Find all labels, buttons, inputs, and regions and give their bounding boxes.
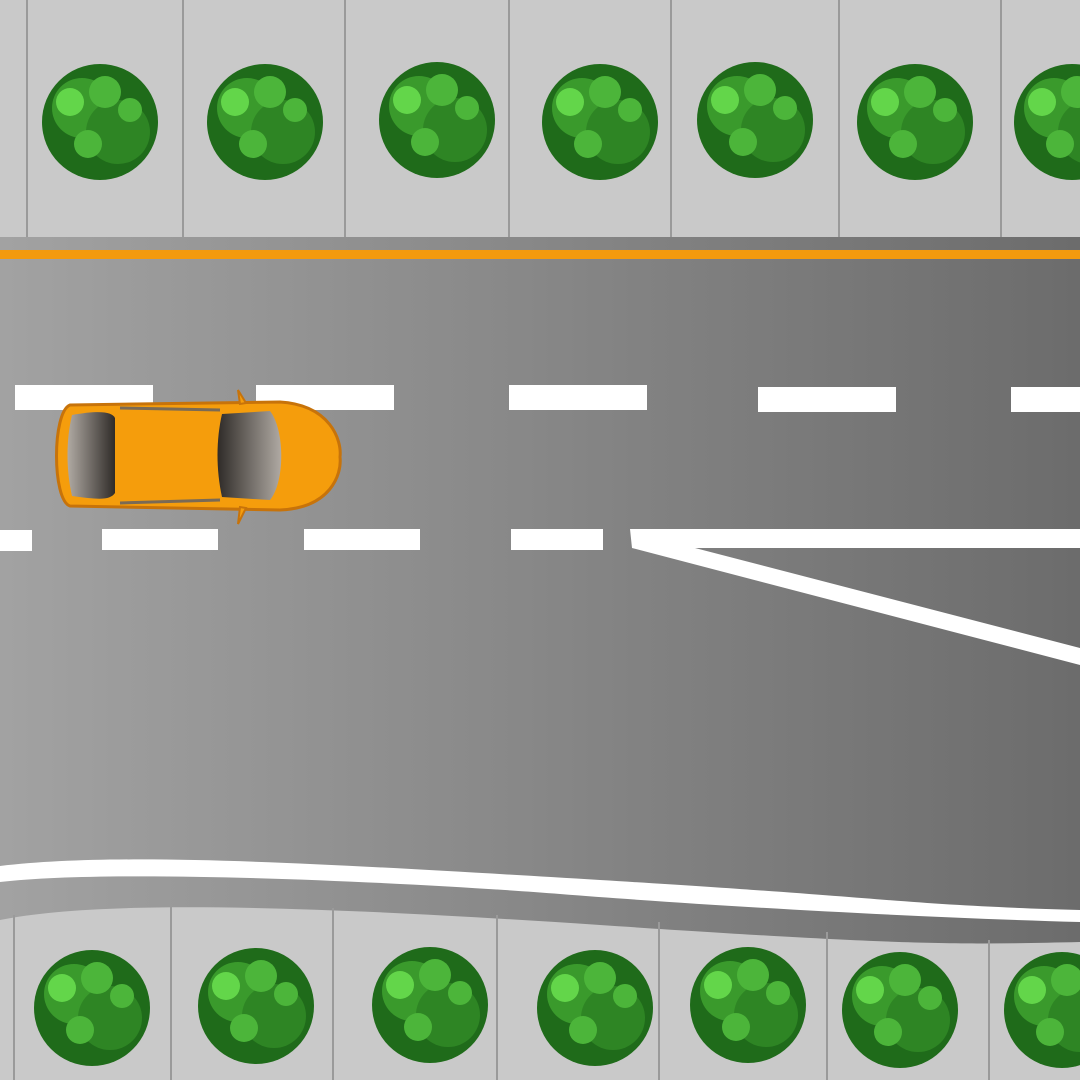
- curb-line: [0, 250, 1080, 259]
- tree-icon: [690, 947, 806, 1063]
- tree-icon: [372, 947, 488, 1063]
- car-icon[interactable]: [55, 389, 342, 525]
- top-sidewalk-seams: [26, 0, 1002, 238]
- tree-icon: [34, 950, 150, 1066]
- tree-icon: [198, 948, 314, 1064]
- bottom-sidewalk-seams: [13, 905, 990, 1080]
- tree-icon: [379, 62, 495, 178]
- tree-icon: [42, 64, 158, 180]
- road-surface: [0, 237, 1080, 957]
- tree-icon: [842, 952, 958, 1068]
- tree-icon: [542, 64, 658, 180]
- tree-icon: [207, 64, 323, 180]
- tree-icon: [857, 64, 973, 180]
- tree-icon: [697, 62, 813, 178]
- tree-icon: [537, 950, 653, 1066]
